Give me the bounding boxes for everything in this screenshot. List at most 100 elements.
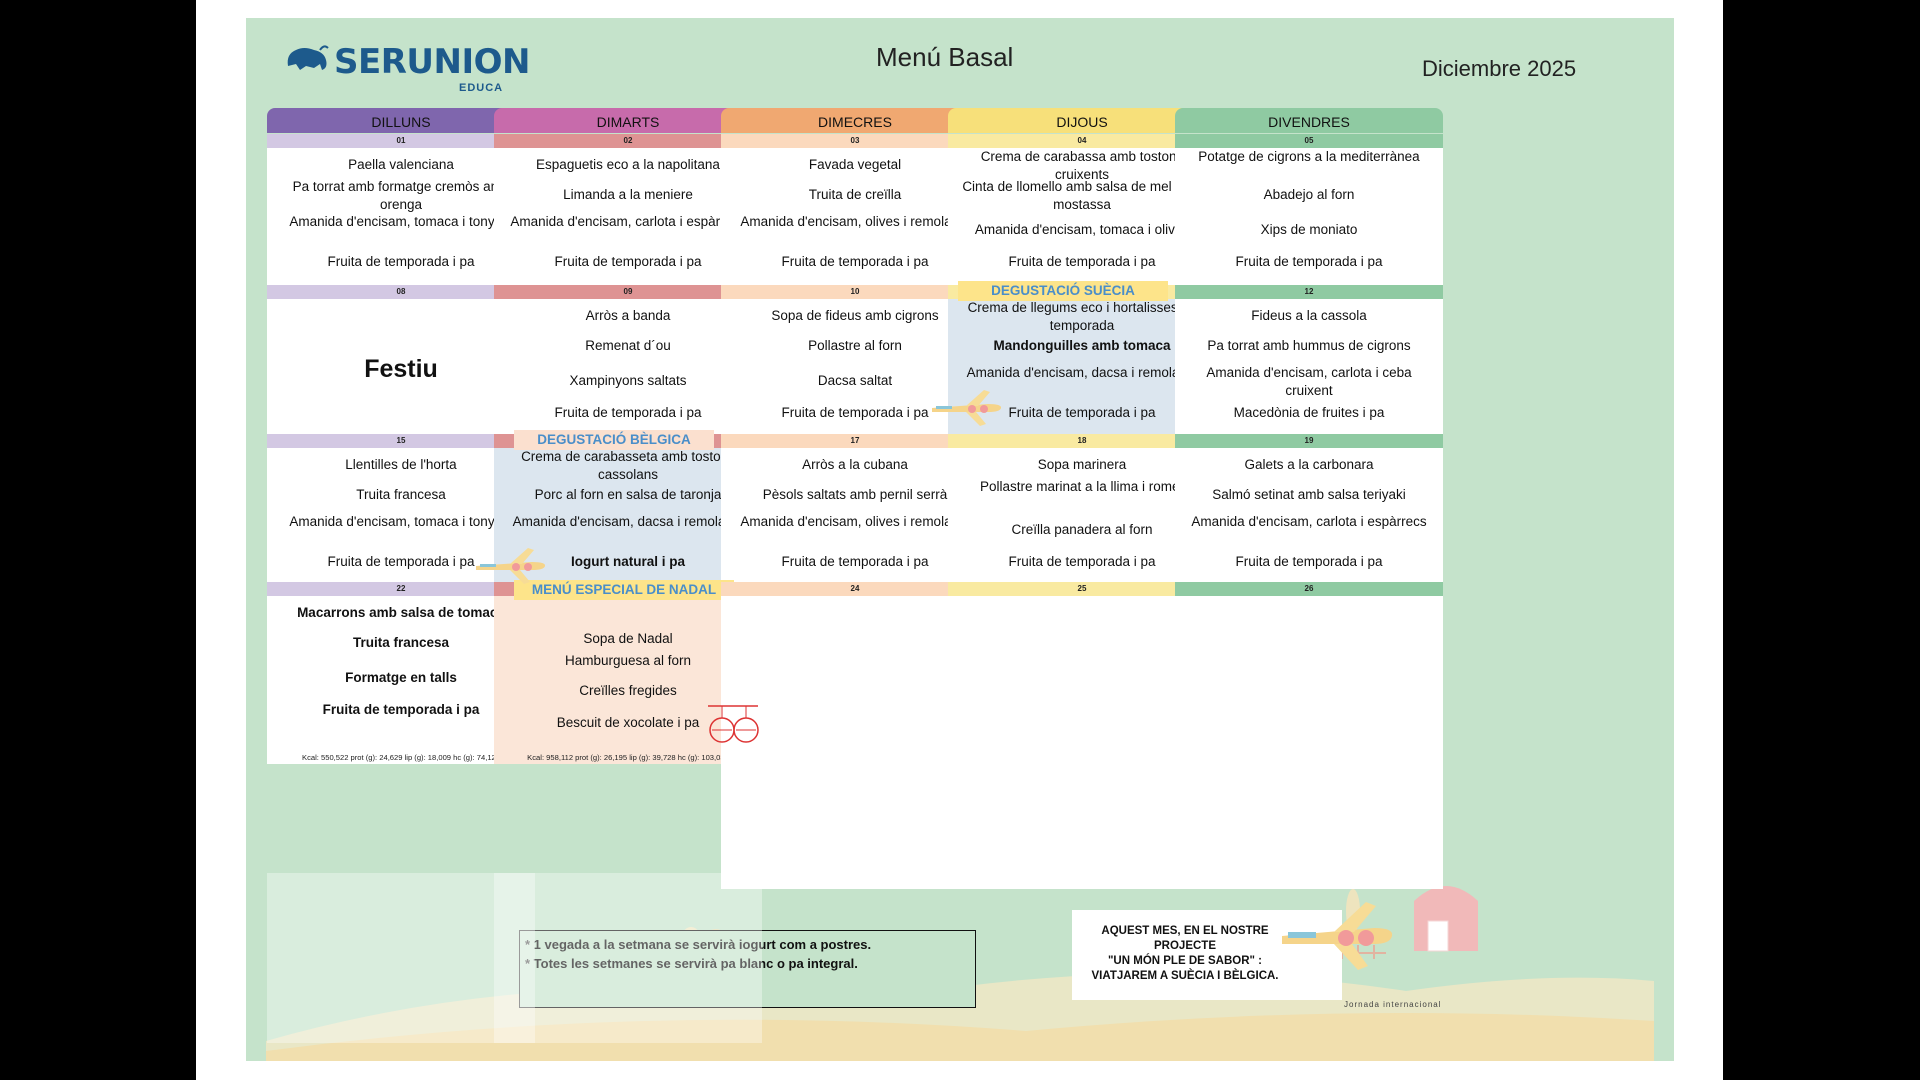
day-number-bar: 19: [1175, 434, 1443, 448]
dish-item: Favada vegetal: [808, 157, 902, 172]
dish-item: Fruita de temporada i pa: [327, 554, 475, 569]
day-number-bar: 05: [1175, 134, 1443, 148]
day-number-bar: 15: [267, 434, 535, 448]
small-airplane-icon: [476, 548, 546, 584]
bison-icon: [287, 45, 329, 70]
dish-item: Dacsa saltat: [817, 373, 893, 388]
event-banner: MENÚ ESPECIAL DE NADAL: [514, 580, 734, 600]
dish-item: Arròs a la cubana: [802, 457, 908, 472]
dish-item: Fruita de temporada i pa: [1235, 554, 1383, 569]
dish-item: Fruita de temporada i pa: [781, 254, 929, 269]
dish-item: Macarrons amb salsa de tomaca: [297, 605, 505, 620]
dish-item: Hamburguesa al forn: [564, 653, 692, 668]
dish-item: Sopa de Nadal: [583, 631, 673, 646]
dish-item: Pèsols saltats amb pernil serrà: [762, 487, 948, 502]
dish-item: Fruita de temporada i pa: [554, 405, 702, 420]
dish-item: Pollastre al forn: [808, 338, 902, 353]
event-banner: DEGUSTACIÓ BÈLGICA: [514, 430, 714, 450]
nutrition-info: Kcal: 958,112 prot (g): 26,195 lip (g): …: [527, 753, 729, 762]
dish-item: Amanida d'encisam, olives i remolatxa: [740, 214, 970, 229]
dish-item: Bescuit de xocolate i pa: [556, 715, 700, 730]
dish-item: Arròs a banda: [585, 308, 671, 323]
dish-item: Espaguetis eco a la napolitana: [536, 157, 720, 172]
dish-item: Llentilles de l'horta: [345, 457, 457, 472]
month-label: Diciembre 2025: [1422, 56, 1577, 81]
day-header-dimecres: DIMECRES: [721, 108, 989, 133]
menu-page: SERUNION EDUCA Menú Basal Diciembre 2025…: [196, 0, 1723, 1080]
menu-cell: [1175, 596, 1443, 889]
dish-item: Limanda a la meniere: [563, 187, 693, 202]
day-header-dilluns: DILLUNS: [267, 108, 535, 133]
dish-item: Iogurt natural i pa: [570, 554, 685, 569]
dish-item: Remenat d´ou: [585, 338, 671, 353]
day-number-bar: 03: [721, 134, 989, 148]
day-header-divendres: DIVENDRES: [1175, 108, 1443, 133]
day-number-bar: 02: [494, 134, 762, 148]
day-number-bar: 18: [948, 434, 1216, 448]
jornada-caption: Jornada internacional: [1344, 1000, 1442, 1009]
dish-item: Amanida d'encisam, tomaca i olives: [974, 222, 1190, 237]
dish-item: Amanida d'encisam, dacsa i remolatxa: [512, 514, 744, 529]
christmas-ornaments-icon: [708, 705, 759, 743]
dish-item: Fruita de temporada i pa: [781, 405, 929, 420]
dish-item: Fruita de temporada i pa: [327, 254, 475, 269]
dish-item: Porc al forn en salsa de taronja: [534, 487, 722, 502]
dish-item: Abadejo al forn: [1263, 187, 1355, 202]
dish-item: Fruita de temporada i pa: [781, 554, 929, 569]
dish-item: Crema de llegums eco i hortalisses de te…: [967, 300, 1197, 333]
dish-item: Crema de carabasseta amb tostons cassola…: [521, 449, 735, 482]
dish-item: Amanida d'encisam, carlota i espàrrecs: [510, 214, 746, 229]
dish-item: Amanida d'encisam, tomaca i tonyina: [289, 214, 513, 229]
dish-item: Fideus a la cassola: [1251, 308, 1367, 323]
dish-item: Amanida d'encisam, dacsa i remolatxa: [966, 365, 1198, 380]
day-number-bar: 08: [267, 285, 535, 299]
dish-item: Xampinyons saltats: [569, 373, 687, 388]
day-number-bar: 10: [721, 285, 989, 299]
dish-item: Macedònia de fruites i pa: [1233, 405, 1385, 420]
day-header-dimarts: DIMARTS: [494, 108, 762, 133]
dish-item: Sopa de fideus amb cigrons: [771, 308, 939, 323]
dish-item: Paella valenciana: [348, 157, 454, 172]
dish-item: Galets a la carbonara: [1244, 457, 1374, 472]
dish-item: Cinta de llomello amb salsa de mel amb m…: [962, 179, 1202, 212]
day-number-bar: 26: [1175, 582, 1443, 596]
dish-item: Fruita de temporada i pa: [1008, 554, 1156, 569]
dish-item: Creïlla panadera al forn: [1011, 522, 1153, 537]
menu-cell: [721, 596, 989, 889]
dish-item: Truita de creïlla: [808, 187, 902, 202]
note-line: * 1 vegada a la setmana se servirà iogur…: [525, 937, 872, 952]
project-line: AQUEST MES, EN EL NOSTRE PROJECTE: [1101, 925, 1269, 952]
dish-item: Fruita de temporada i pa: [1235, 254, 1383, 269]
event-banner: DEGUSTACIÓ SUÈCIA: [958, 281, 1168, 301]
brand-name: SERUNION: [334, 42, 530, 82]
project-box: AQUEST MES, EN EL NOSTRE PROJECTE "UN MÓ…: [1072, 910, 1342, 1000]
dish-item: Amanida d'encisam, tomaca i tonyina: [289, 514, 513, 529]
menu-board: SERUNION EDUCA Menú Basal Diciembre 2025…: [246, 18, 1674, 1061]
day-number-bar: 22: [267, 582, 535, 596]
project-line: "UN MÓN PLE DE SABOR" :: [1107, 955, 1263, 967]
dish-item: Amanida d'encisam, carlota i espàrrecs: [1191, 514, 1427, 529]
dish-item: Fruita de temporada i pa: [1008, 254, 1156, 269]
dish-item: Sopa marinera: [1037, 457, 1127, 472]
dish-item: Amanida d'encisam, carlota i ceba cruixe…: [1206, 365, 1412, 398]
dish-item: Amanida d'encisam, olives i remolatxa: [740, 514, 970, 529]
day-number-bar: 17: [721, 434, 989, 448]
day-number-bar: 12: [1175, 285, 1443, 299]
day-number-bar: 25: [948, 582, 1216, 596]
barn-icon: [1414, 886, 1478, 952]
menu-cell: [948, 596, 1216, 889]
day-number-bar: 01: [267, 134, 535, 148]
dish-item: Xips de moniato: [1260, 222, 1358, 237]
day-number-bar: 24: [721, 582, 989, 596]
dish-item: Fruita de temporada i pa: [554, 254, 702, 269]
note-line: * Totes les setmanes se servirà pa blanc…: [525, 956, 858, 971]
notes-box: * 1 vegada a la setmana se servirà iogur…: [519, 930, 976, 1008]
dish-item: Crema de carabassa amb tostons cruixents: [980, 149, 1184, 182]
dish-item: Salmó setinat amb salsa teriyaki: [1212, 487, 1406, 502]
day-header-dijous: DIJOUS: [948, 108, 1216, 133]
dish-item: Truita francesa: [352, 635, 450, 650]
dish-item: Truita francesa: [356, 487, 446, 502]
dish-item: Pa torrat amb formatge cremòs amb orenga: [292, 179, 510, 212]
serunion-logo: SERUNION EDUCA: [284, 40, 530, 96]
